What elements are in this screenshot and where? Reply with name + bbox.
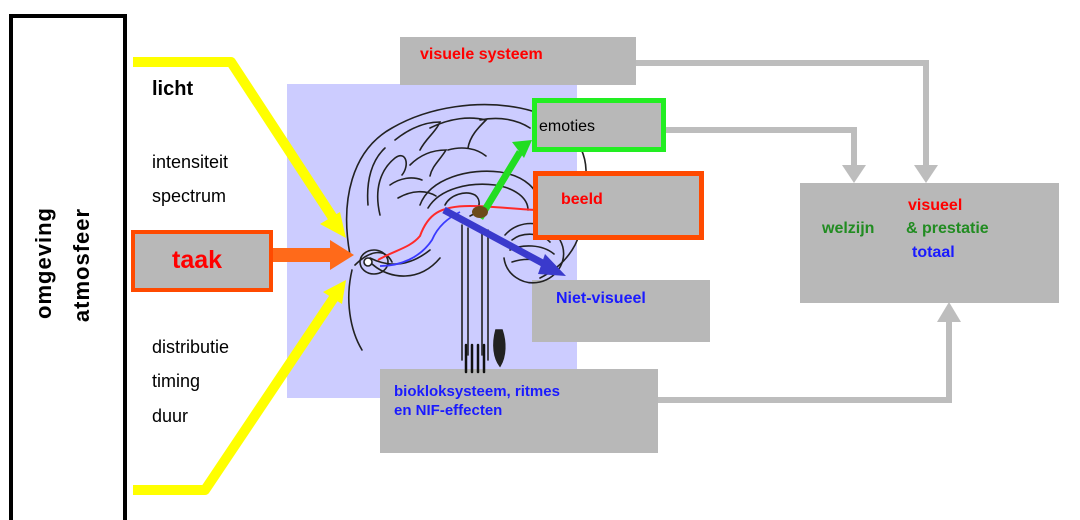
yellow-arrows bbox=[133, 62, 346, 490]
spinal-cord bbox=[462, 225, 488, 360]
retinohypothalamic-pathway bbox=[380, 212, 460, 266]
green-arrow bbox=[480, 140, 532, 218]
image-label: beeld bbox=[561, 191, 603, 209]
hypothalamus-marker bbox=[472, 206, 488, 218]
yellow-arrow-top bbox=[133, 62, 335, 221]
orange-arrow bbox=[273, 240, 354, 270]
image-box bbox=[533, 171, 704, 240]
emotions-label: emoties bbox=[539, 118, 595, 136]
yellow-arrow-bottom bbox=[133, 296, 335, 490]
